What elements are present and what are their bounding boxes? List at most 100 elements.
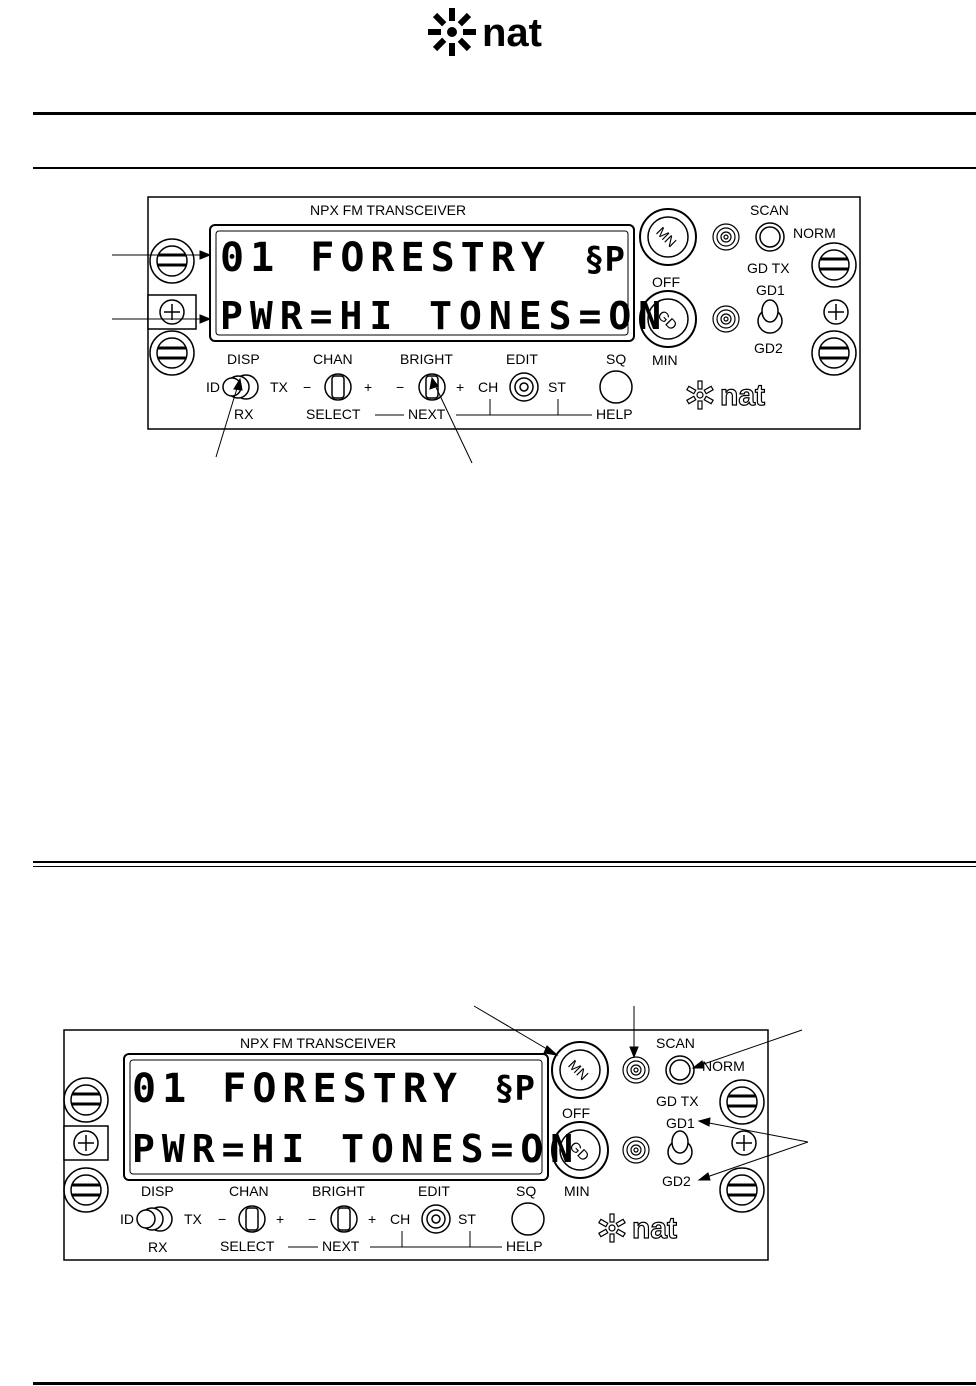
scan-button[interactable] <box>665 1055 695 1085</box>
chan-minus-label: − <box>218 1211 226 1227</box>
knob-off-label[interactable]: OFF <box>652 274 680 290</box>
edit-button[interactable] <box>509 372 539 402</box>
select-label: SELECT <box>306 406 361 422</box>
edit-label: EDIT <box>506 351 538 367</box>
screw-icon <box>811 242 857 288</box>
nat-star-icon <box>686 380 714 410</box>
section-rule <box>33 861 976 863</box>
knob-mn-label[interactable]: MN <box>653 224 680 251</box>
nat-star-icon <box>598 1213 626 1243</box>
edit-button[interactable] <box>421 1204 451 1234</box>
disp-toggle-switch[interactable] <box>136 1206 173 1232</box>
screw-icon <box>149 238 195 284</box>
sq-button[interactable] <box>511 1202 545 1236</box>
knob-min-label[interactable]: MIN <box>652 352 678 368</box>
rx-label: RX <box>148 1239 168 1255</box>
scan-label: SCAN <box>750 202 789 218</box>
gd2-label: GD2 <box>754 340 783 356</box>
phillips-screw-icon <box>147 294 197 330</box>
knob-min-label[interactable]: MIN <box>564 1183 590 1199</box>
panel-title: NPX FM TRANSCEIVER <box>240 1035 396 1051</box>
nat-logo-text: nat <box>482 11 542 55</box>
panel-logo-text: nat <box>720 379 765 412</box>
screw-icon <box>149 330 195 376</box>
bright-plus-label: + <box>456 379 464 395</box>
header-rule-bottom <box>33 167 976 169</box>
rx-label: RX <box>234 406 254 422</box>
bright-plus-label: + <box>368 1211 376 1227</box>
id-label: ID <box>206 379 220 395</box>
phillips-screw-icon <box>731 1130 757 1156</box>
bright-minus-label: − <box>396 379 404 395</box>
lcd-display <box>123 1053 549 1181</box>
phillips-screw-icon <box>823 299 849 325</box>
help-label: HELP <box>596 406 633 422</box>
scan-label: SCAN <box>656 1035 695 1051</box>
gd1-label: GD1 <box>666 1115 695 1131</box>
gd-volume-knob[interactable] <box>551 1121 609 1179</box>
screw-icon <box>63 1167 109 1213</box>
front-panel-figure-1: NPX FM TRANSCEIVER 01 FORESTRY §P PWR=HI… <box>100 195 900 465</box>
tx-label: TX <box>184 1211 203 1227</box>
disp-label: DISP <box>141 1183 174 1199</box>
concentric-jack-icon <box>622 1136 650 1164</box>
bright-label: BRIGHT <box>312 1183 365 1199</box>
help-label: HELP <box>506 1238 543 1254</box>
function-bracket-lines <box>288 1231 502 1248</box>
display-line1: 01 FORESTRY <box>220 235 551 281</box>
gd2-label: GD2 <box>662 1173 691 1189</box>
bright-rocker-switch[interactable] <box>418 373 446 401</box>
chan-plus-label: + <box>364 379 372 395</box>
st-label: ST <box>458 1211 476 1227</box>
screw-icon <box>811 330 857 376</box>
next-label: NEXT <box>408 406 446 422</box>
nat-star-icon <box>428 8 476 56</box>
display-line1-indicator: §P <box>584 240 625 280</box>
bright-rocker-switch[interactable] <box>330 1205 358 1233</box>
disp-label: DISP <box>227 351 260 367</box>
tx-label: TX <box>270 379 289 395</box>
st-label: ST <box>548 379 566 395</box>
front-panel-figure-2: NPX FM TRANSCEIVER 01 FORESTRY §P PWR=HI… <box>20 1002 820 1264</box>
mn-volume-knob[interactable] <box>639 208 697 266</box>
gd-volume-knob[interactable] <box>639 290 697 348</box>
id-label: ID <box>120 1211 134 1227</box>
display-line1-indicator: §P <box>494 1069 535 1109</box>
concentric-jack-icon <box>712 223 740 251</box>
panel-nat-logo: nat <box>686 378 766 413</box>
callout-arrows <box>473 1005 809 1181</box>
panel-title: NPX FM TRANSCEIVER <box>310 202 466 218</box>
concentric-jack-icon <box>622 1056 650 1084</box>
sq-label: SQ <box>516 1183 536 1199</box>
chan-plus-label: + <box>276 1211 284 1227</box>
chan-rocker-switch[interactable] <box>238 1205 266 1233</box>
gdtx-label: GD TX <box>747 260 790 276</box>
guard-toggle-switch[interactable] <box>667 1130 693 1165</box>
screw-icon <box>719 1167 765 1213</box>
panel-logo-text: nat <box>632 1212 677 1245</box>
norm-label: NORM <box>793 225 836 241</box>
section-rule-thin <box>33 866 976 867</box>
ch-label: CH <box>478 379 498 395</box>
gdtx-label: GD TX <box>656 1093 699 1109</box>
knob-mn-label[interactable]: MN <box>565 1057 592 1084</box>
panel-nat-logo: nat <box>598 1211 678 1246</box>
phillips-screw-icon <box>63 1125 109 1161</box>
function-bracket-lines <box>375 399 592 416</box>
nat-logo: nat <box>420 4 590 60</box>
gd1-label: GD1 <box>756 282 785 298</box>
footer-rule <box>33 1382 976 1385</box>
screw-icon <box>63 1077 109 1123</box>
guard-toggle-switch[interactable] <box>757 299 783 334</box>
mn-volume-knob[interactable] <box>551 1041 609 1099</box>
chan-rocker-switch[interactable] <box>324 373 352 401</box>
chan-minus-label: − <box>303 379 311 395</box>
sq-button[interactable] <box>599 370 633 404</box>
sq-label: SQ <box>606 351 626 367</box>
callout-arrows <box>112 250 473 464</box>
knob-off-label[interactable]: OFF <box>562 1105 590 1121</box>
chan-label: CHAN <box>229 1183 269 1199</box>
edit-label: EDIT <box>418 1183 450 1199</box>
scan-button[interactable] <box>755 222 785 252</box>
bright-minus-label: − <box>308 1211 316 1227</box>
